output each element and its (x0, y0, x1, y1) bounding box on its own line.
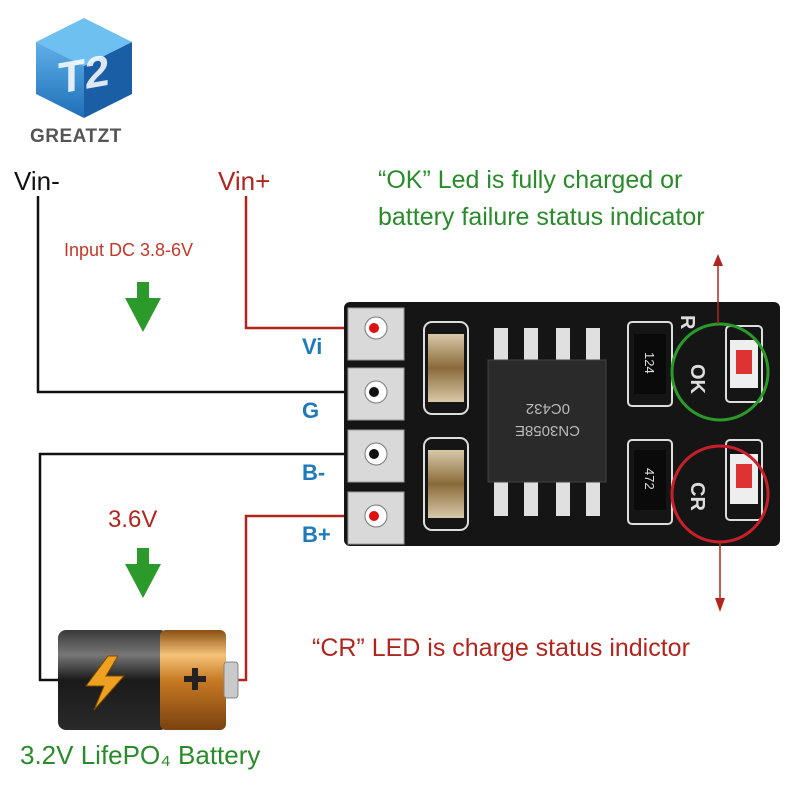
brand-logo: T2 (36, 18, 132, 118)
pin-label-g: G (302, 398, 320, 423)
down-arrow-icon (125, 282, 161, 332)
wire-vin-minus (36, 196, 374, 394)
battery-label: 3.2V LifePO₄ Battery (20, 740, 261, 770)
wire-battery-minus (38, 452, 374, 682)
wire-vin-plus (244, 196, 374, 330)
wiring (36, 196, 374, 682)
cr-annotation: “CR” LED is charge status indictor (312, 634, 690, 662)
pin-label-b-plus: B+ (302, 522, 331, 547)
ic-chip (487, 359, 607, 483)
input-range-label: Input DC 3.8-6V (64, 240, 194, 260)
wire-battery-plus (234, 514, 374, 682)
ok-annotation-line1: “OK” Led is fully charged or (378, 166, 683, 194)
vin-plus-label: Vin+ (218, 166, 271, 196)
pcb-board (344, 302, 780, 546)
ok-annotation-line2: battery failure status indicator (378, 203, 705, 231)
pin-pads (347, 307, 405, 545)
cr-indicator-ring (670, 444, 770, 612)
svg-text:T2: T2 (58, 46, 109, 104)
pin-label-b-minus: B- (302, 460, 326, 485)
brand-name: GREATZT (30, 126, 122, 147)
battery-voltage-label: 3.6V (108, 506, 158, 533)
ok-indicator-ring (670, 254, 770, 422)
battery-icon (58, 630, 239, 730)
pin-label-vi: Vi (302, 334, 323, 359)
down-arrow-icon (125, 548, 161, 598)
vin-minus-label: Vin- (14, 166, 60, 196)
